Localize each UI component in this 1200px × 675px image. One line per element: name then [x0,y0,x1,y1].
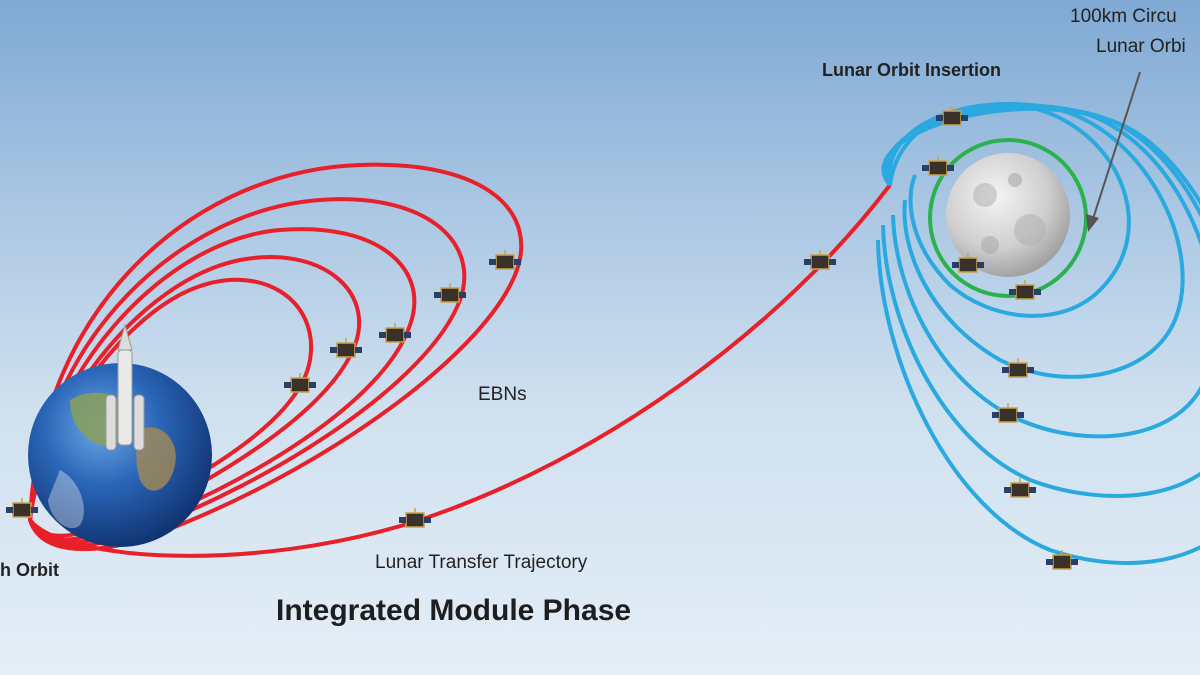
lunar-orbit-2 [887,101,1185,379]
lunar-orbit-4 [881,104,1200,498]
lunar-orbit-insertion-label: Lunar Orbit Insertion [822,60,1002,80]
lunar-transfer-label: Lunar Transfer Trajectory [375,552,588,573]
spacecraft-icon [283,372,317,393]
spacecraft-icon [1045,549,1079,570]
spacecraft-icon [921,155,955,176]
lunar-circular-orbit [928,138,1088,298]
lunar-orbit-3 [885,103,1200,439]
lunar-bound-orbits [876,101,1200,565]
earth-bound-orbits [27,162,892,558]
launch-vehicle-icon [105,323,145,451]
ebns-label: EBNs [478,384,527,405]
diagram-title: Integrated Module Phase [276,594,632,627]
lunar-orbit-5 [876,106,1200,565]
circular-orbit-label-line2: Lunar Orbi [1096,36,1186,57]
earth-icon [28,363,212,547]
earth-orbit-label: h Orbit [0,560,59,580]
lunar-transfer-trajectory [28,183,892,558]
spacecraft-icon [1001,357,1035,378]
moon-icon [946,153,1070,277]
circular-orbit-arrow [1086,71,1141,232]
circular-orbit-label-line1: 100km Circu [1070,6,1177,27]
